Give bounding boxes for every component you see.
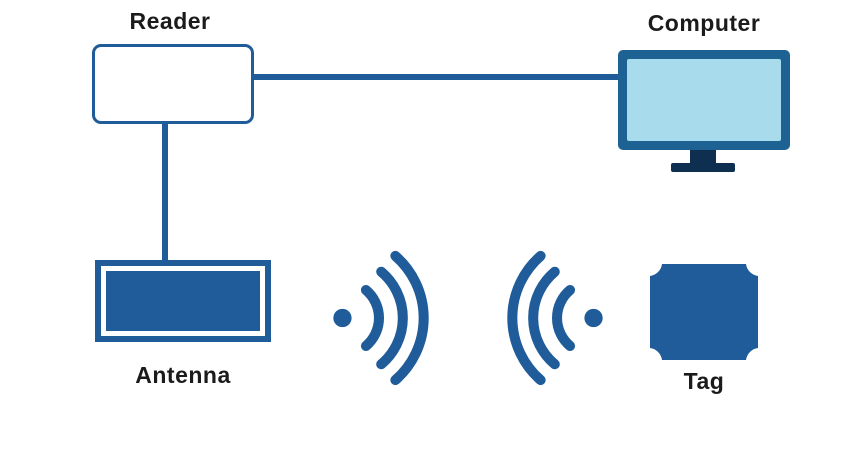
monitor-stand-base xyxy=(671,163,735,172)
antenna-icon xyxy=(95,260,271,342)
tag-label: Tag xyxy=(683,368,725,394)
antenna-label: Antenna xyxy=(135,362,231,388)
reader-label: Reader xyxy=(129,8,211,34)
monitor-screen xyxy=(627,59,781,141)
reader-computer-connection-line xyxy=(251,74,621,80)
radio-waves-left-icon xyxy=(507,250,603,386)
reader-box xyxy=(92,44,254,124)
monitor-stand-neck xyxy=(690,150,716,164)
rfid-tag-icon xyxy=(650,264,758,360)
computer-monitor-icon xyxy=(618,50,790,150)
radio-waves-right-icon xyxy=(333,250,429,386)
computer-label: Computer xyxy=(647,10,761,36)
antenna-inner-panel xyxy=(106,271,260,331)
reader-antenna-connection-line xyxy=(162,118,168,264)
